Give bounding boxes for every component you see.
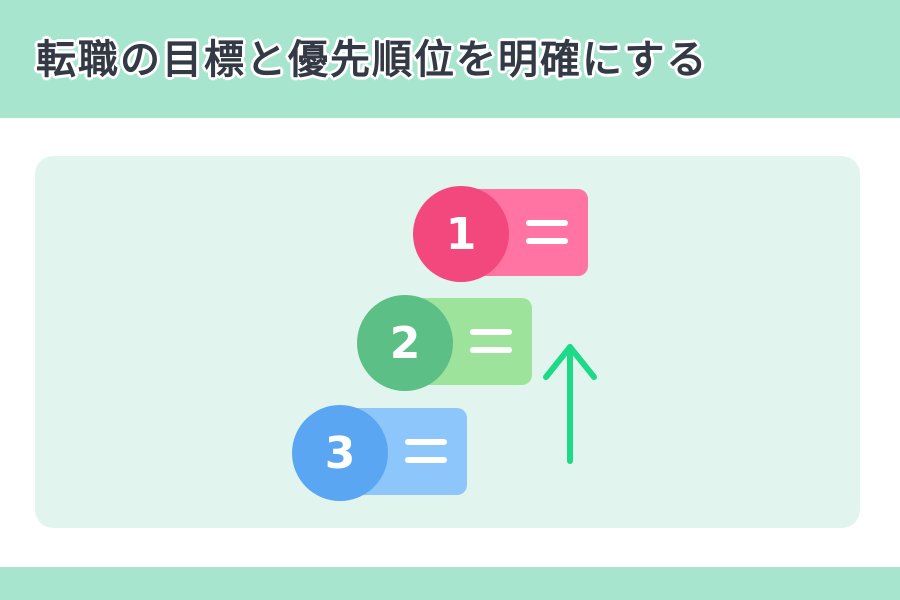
up-arrow-icon (543, 344, 597, 464)
priority-number-3: 3 (292, 405, 388, 501)
priority-number-2: 2 (357, 295, 453, 391)
footer-band (0, 567, 900, 600)
equals-icon (526, 220, 568, 244)
priority-number-1: 1 (413, 186, 509, 282)
equals-icon (405, 439, 447, 463)
header-banner: 転職の目標と優先順位を明確にする (0, 0, 900, 118)
illustration-panel: 1 2 3 (35, 156, 860, 528)
page-title: 転職の目標と優先順位を明確にする (36, 37, 709, 83)
equals-icon (470, 329, 512, 353)
